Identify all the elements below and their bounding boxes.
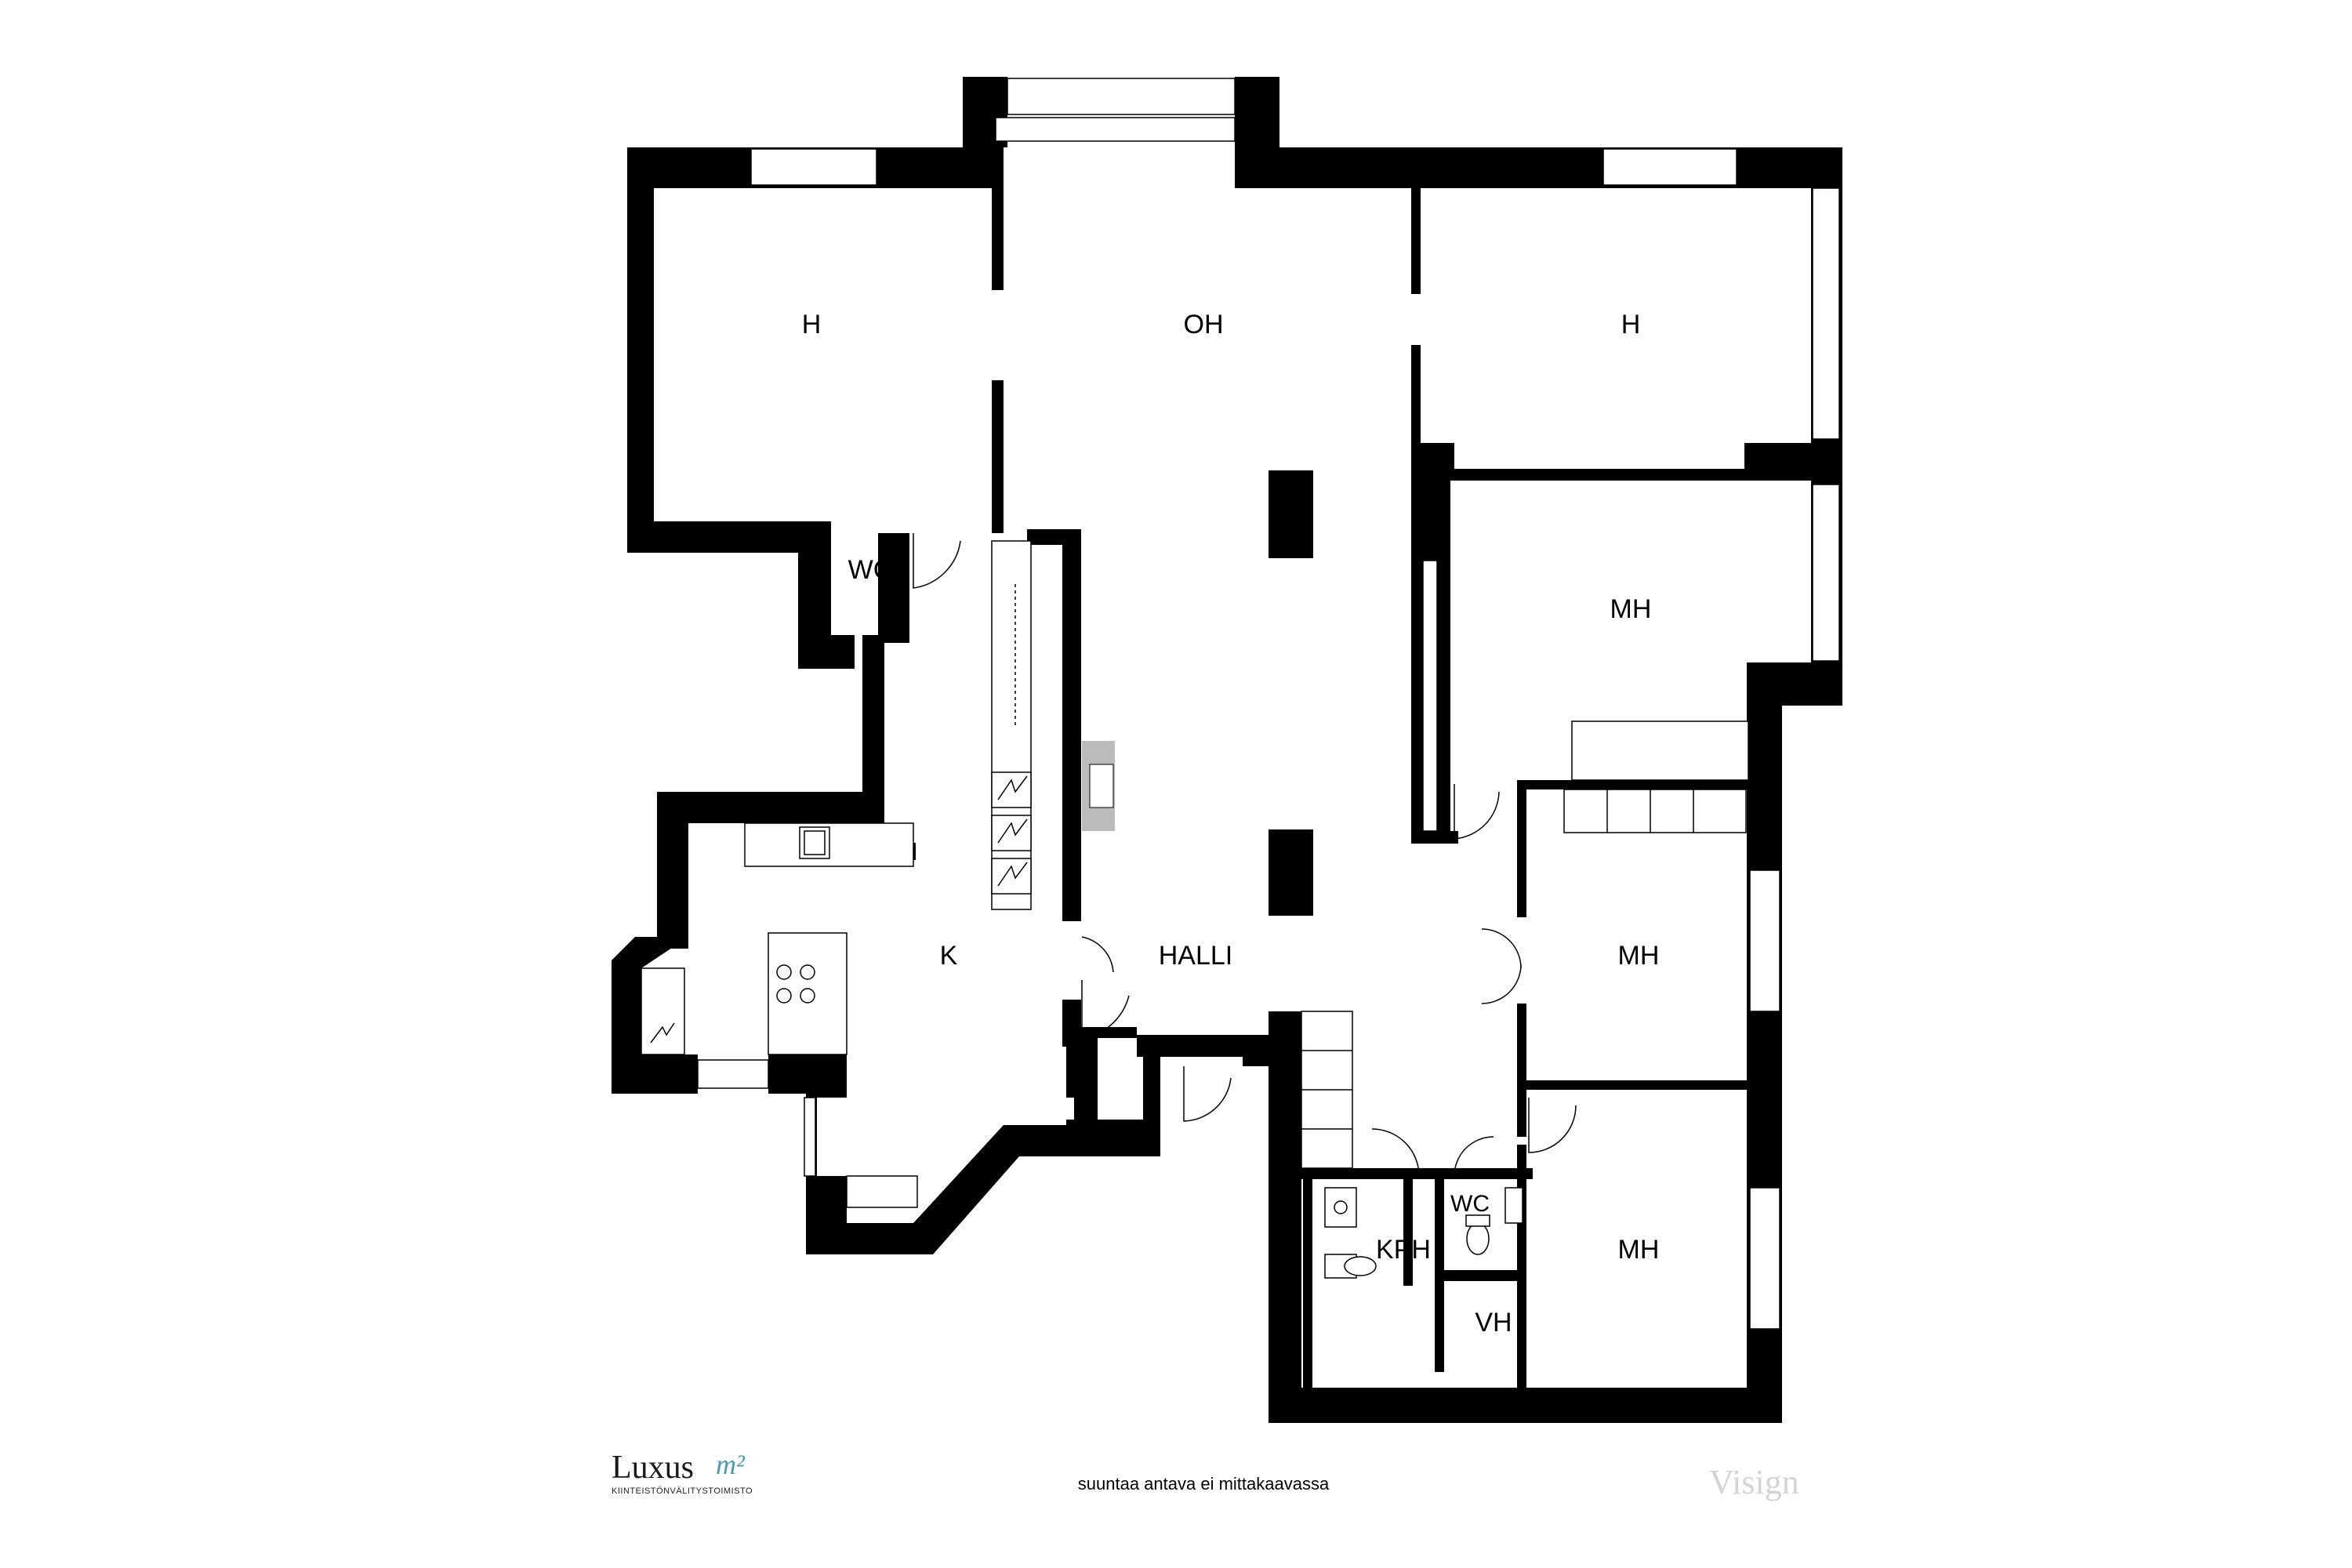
room-label-kph: KPH (1376, 1235, 1431, 1265)
scale-note: suuntaa antava ei mittakaavassa (1078, 1474, 1330, 1494)
room-label-mh-1: MH (1610, 594, 1652, 624)
brand-name: Luxus (612, 1450, 694, 1486)
brand-tagline: KIINTEISTÖNVÄLITYSTOIMISTO (612, 1486, 753, 1496)
room-label-wc-bottom: WC (1450, 1191, 1490, 1217)
doors (913, 533, 1577, 1177)
kitchen-fixtures (641, 540, 1115, 1055)
windows (697, 78, 1840, 1330)
room-label-halli: HALLI (1159, 941, 1233, 971)
room-label-wc-top: WC (848, 555, 893, 585)
room-label-oh: OH (1184, 310, 1224, 339)
bathroom-fixtures (1324, 1187, 1523, 1279)
room-label-h-left: H (802, 310, 822, 339)
wardrobes (1301, 720, 1749, 1169)
brand-logo: Luxus m² KIINTEISTÖNVÄLITYSTOIMISTO (612, 1449, 753, 1496)
room-label-h-right: H (1621, 310, 1641, 339)
brand-m-mark: m² (716, 1449, 746, 1480)
room-label-vh: VH (1475, 1308, 1512, 1338)
room-label-mh-3: MH (1618, 1235, 1660, 1265)
room-label-mh-2: MH (1618, 941, 1660, 971)
room-label-k: K (940, 941, 958, 971)
watermark: Visign (1709, 1463, 1799, 1501)
